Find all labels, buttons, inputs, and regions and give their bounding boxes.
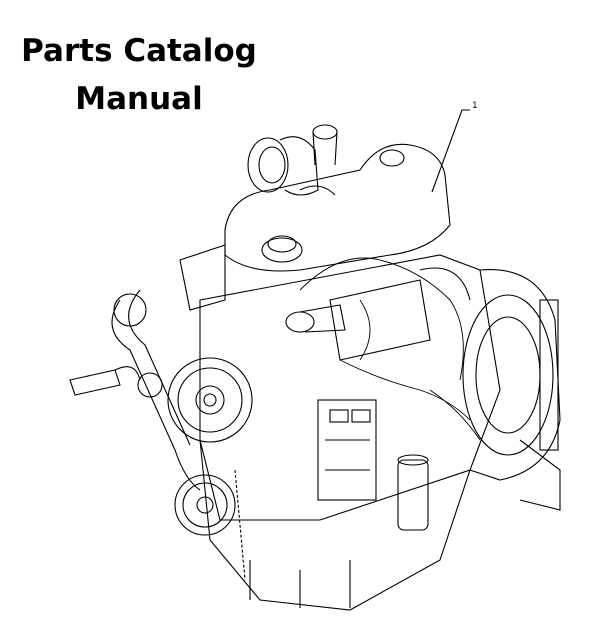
- ecu-module: [317, 399, 377, 501]
- wiring-harness: [299, 257, 481, 441]
- coolant-pipe: [69, 366, 141, 396]
- crankshaft-pulley: [167, 357, 253, 443]
- title-line-2: Manual: [75, 81, 203, 117]
- fuel-filter: [397, 454, 429, 531]
- flywheel-housing: [462, 269, 561, 511]
- title-line-1: Parts Catalog: [21, 33, 257, 69]
- engine-block: [179, 244, 501, 611]
- timing-gear: [174, 469, 246, 581]
- turbocharger: [247, 124, 338, 196]
- valve-cover: [224, 143, 451, 272]
- callout-leader-line: [431, 109, 470, 193]
- callout-label: 1: [472, 101, 478, 111]
- fan-belt: [111, 289, 201, 491]
- air-intake: [285, 304, 346, 333]
